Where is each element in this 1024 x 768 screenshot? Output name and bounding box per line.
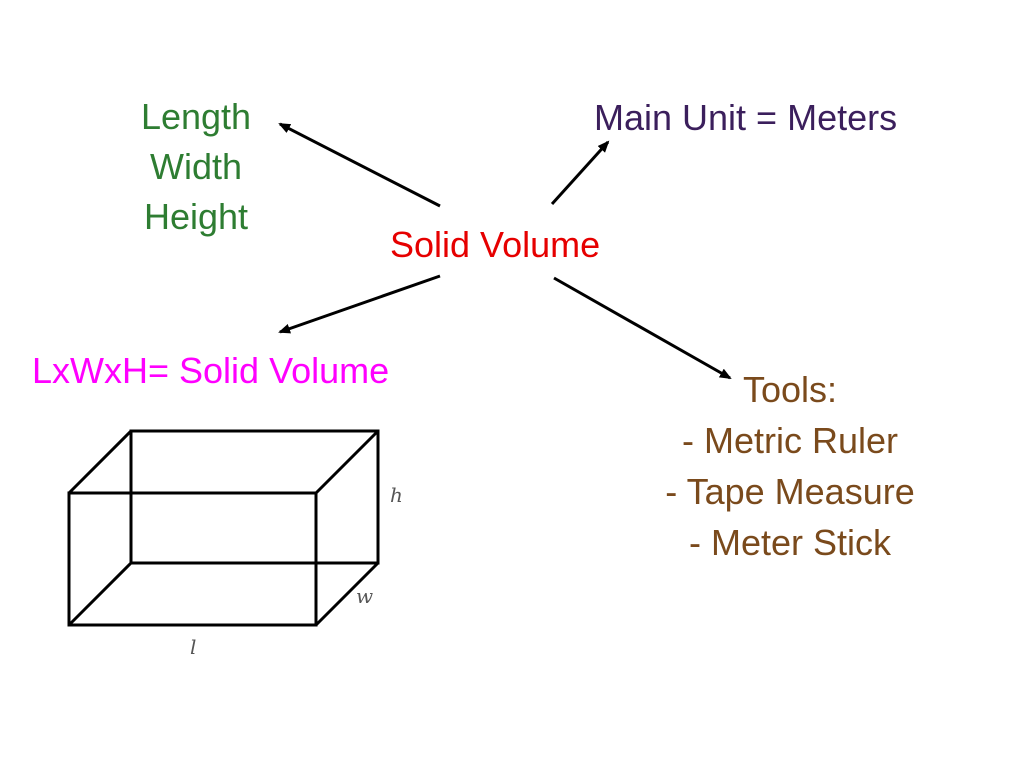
- dimension-length: Length: [140, 96, 252, 137]
- arrow-to-tools: [553, 276, 732, 380]
- tools-title: Tools:: [742, 369, 838, 410]
- arrow-to-main-unit: [550, 140, 610, 206]
- arrow-to-formula: [278, 274, 441, 334]
- tools-list: Tools: - Metric Ruler - Tape Measure - M…: [630, 364, 950, 568]
- dimension-height: Height: [143, 196, 249, 237]
- box-length-label: l: [190, 635, 196, 659]
- volume-formula: LxWxH= Solid Volume: [32, 350, 390, 391]
- dimensions-list: Length Width Height: [134, 92, 258, 242]
- rectangular-prism-figure: [67, 429, 380, 627]
- dimension-width: Width: [149, 146, 243, 187]
- tool-item: - Meter Stick: [688, 522, 892, 563]
- tool-item: - Tape Measure: [665, 471, 915, 512]
- tool-item: - Metric Ruler: [681, 420, 899, 461]
- box-height-label: h: [390, 483, 403, 507]
- box-width-label: w: [356, 584, 373, 608]
- arrow-to-dimensions: [278, 122, 441, 208]
- main-unit-text: Main Unit = Meters: [594, 97, 898, 138]
- center-topic: Solid Volume: [390, 224, 601, 265]
